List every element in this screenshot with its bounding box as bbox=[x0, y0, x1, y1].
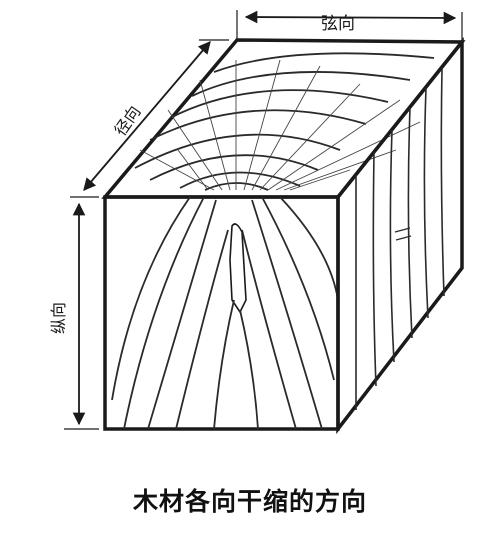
figure-caption: 木材各向干缩的方向 bbox=[132, 487, 367, 516]
side-face bbox=[336, 37, 464, 435]
longitudinal-label: 纵向 bbox=[49, 302, 68, 334]
longitudinal-arrow bbox=[64, 202, 99, 430]
tangential-label: 弦向 bbox=[321, 14, 355, 34]
front-face bbox=[103, 195, 340, 431]
radial-arrow bbox=[70, 39, 229, 198]
radial-label: 径向 bbox=[111, 102, 145, 139]
tangential-arrow bbox=[236, 10, 463, 42]
